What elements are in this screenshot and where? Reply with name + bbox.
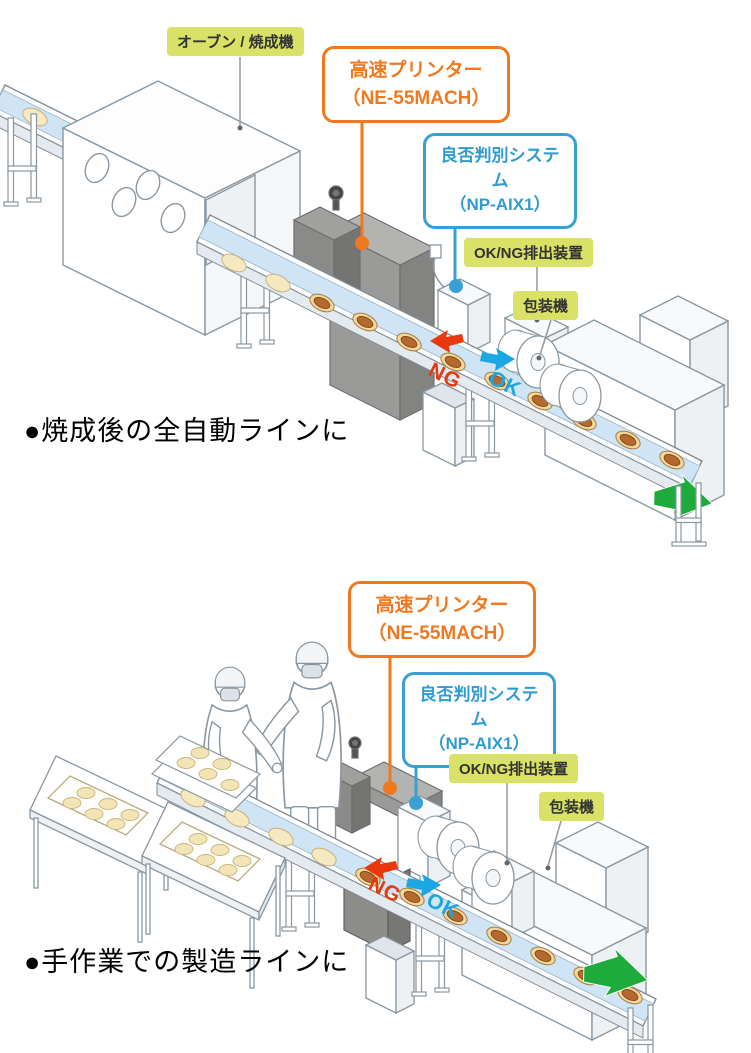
eject-label: OK/NG排出装置	[464, 238, 594, 267]
judge-label-line2: （NP-AIX1）	[449, 195, 551, 215]
printer-handle-icon	[328, 185, 344, 211]
packer-label-2: 包装機	[539, 792, 605, 821]
eject-label-2: OK/NG排出装置	[449, 754, 579, 783]
judge-label-2: 良否判別システム （NP-AIX1）	[402, 672, 556, 768]
scene1-caption: ●焼成後の全自動ラインに	[24, 416, 350, 446]
printer-label-2: 高速プリンター （NE-55MACH）	[348, 581, 536, 659]
work-table	[141, 801, 286, 989]
packer-label: 包装機	[513, 291, 579, 320]
tray-stack	[150, 735, 262, 813]
printer-handle-icon	[348, 736, 362, 759]
reject-bin	[421, 382, 476, 468]
printer-label-line1: 高速プリンター	[349, 60, 483, 81]
scene2-illustration: NG OK	[29, 641, 659, 1053]
printer-label: 高速プリンター （NE-55MACH）	[322, 46, 510, 124]
scene2-caption: ●手作業での製造ラインに	[24, 947, 350, 977]
oven-label: オーブン / 焼成機	[167, 27, 304, 56]
judge-label-line1: 良否判別システム	[440, 146, 560, 190]
printer-label2-line1: 高速プリンター	[375, 595, 509, 616]
printer-label-line2: （NE-55MACH）	[341, 87, 491, 109]
scene1-illustration: NG OK	[0, 57, 730, 547]
reject-bin	[364, 935, 416, 1015]
judge-label2-line2: （NP-AIX1）	[428, 734, 530, 754]
printer-label2-line2: （NE-55MACH）	[367, 622, 517, 644]
judge-label2-line1: 良否判別システム	[419, 685, 539, 729]
judge-label: 良否判別システム （NP-AIX1）	[423, 133, 577, 229]
